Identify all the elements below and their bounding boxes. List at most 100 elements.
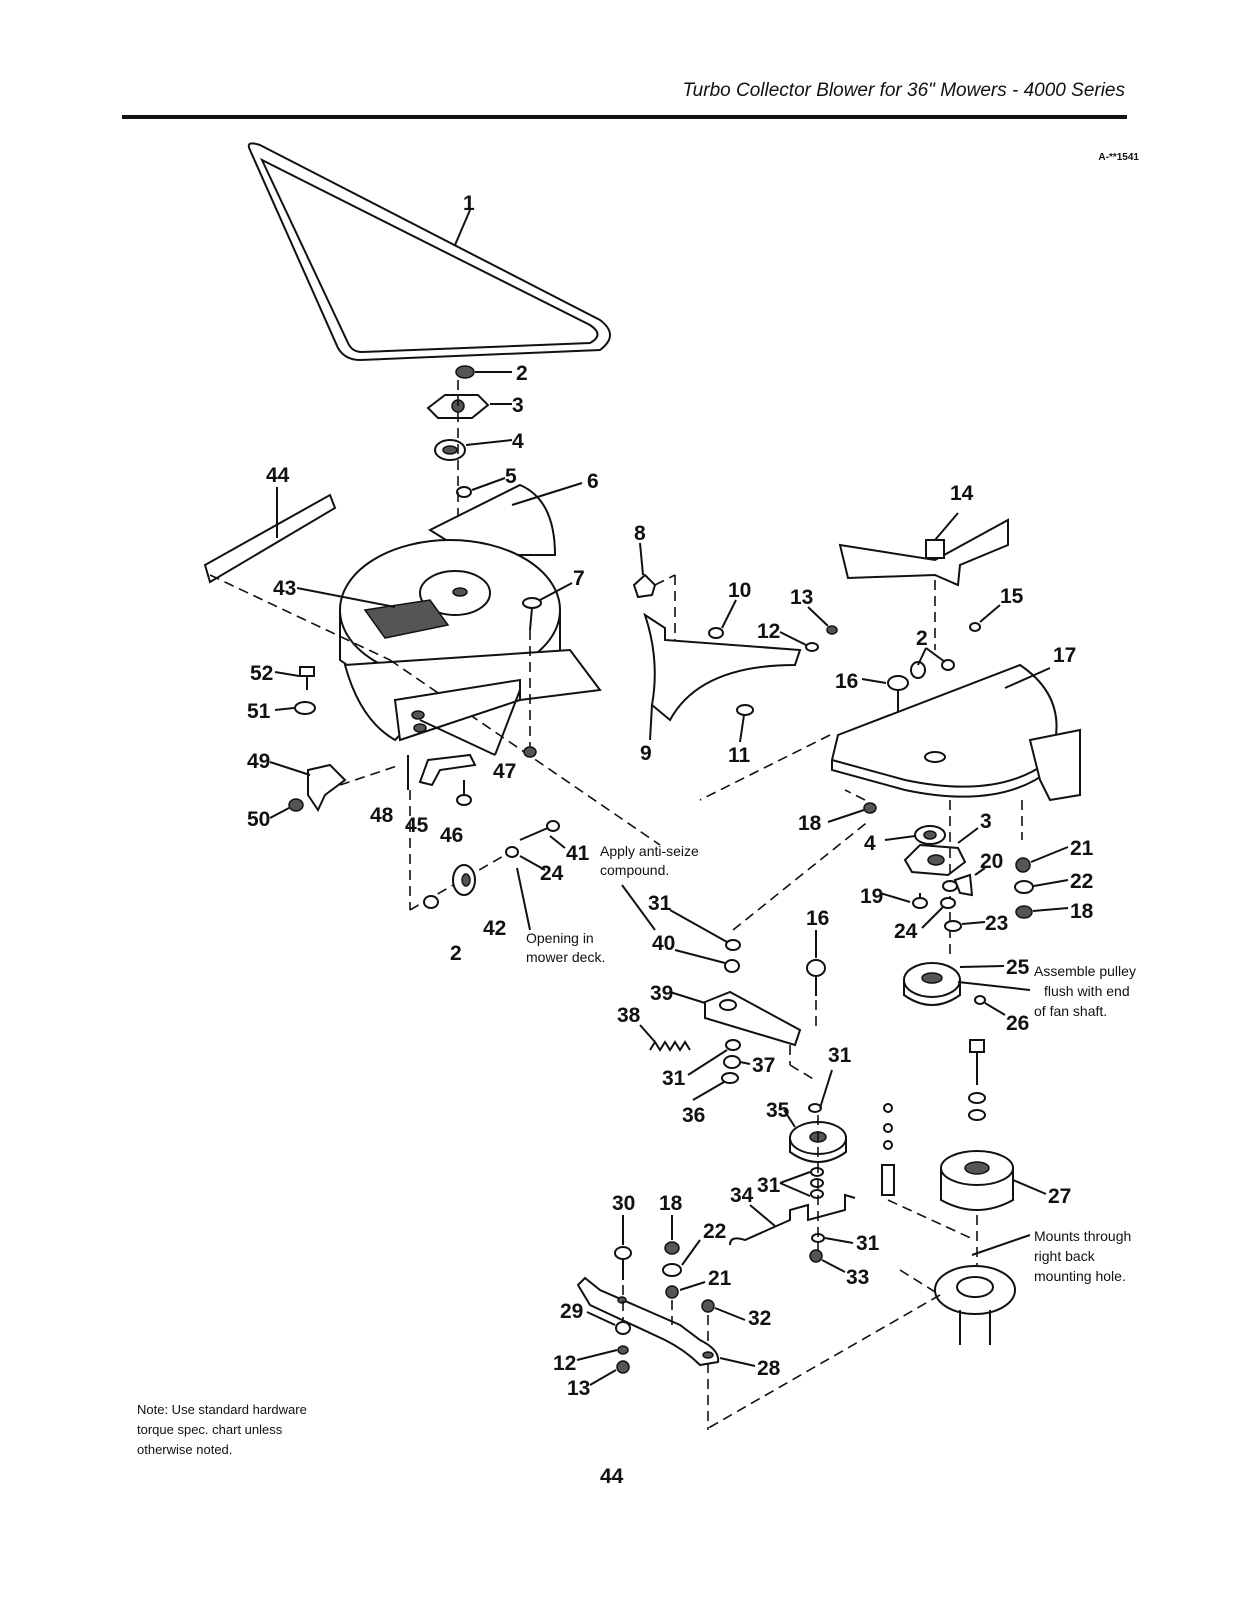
spacer-part-29	[615, 1321, 631, 1335]
bearing-part-4	[434, 439, 466, 461]
bolt-part-52	[299, 666, 315, 690]
washer-part-31-mid	[725, 1039, 741, 1051]
callout-10: 10	[728, 579, 751, 602]
nut-part-32	[701, 1299, 715, 1313]
callout-26: 26	[1006, 1012, 1029, 1035]
callout-19: 19	[860, 885, 883, 908]
callout-3-lower: 3	[980, 810, 992, 833]
callout-13-lower: 13	[567, 1377, 590, 1400]
washer-part-22	[1014, 880, 1034, 894]
callout-24: 24	[894, 920, 918, 943]
svg-text:flush with end: flush with end	[1044, 983, 1130, 999]
nut-part-2-lower	[423, 895, 439, 909]
screw-part-11	[736, 704, 754, 716]
callout-43: 43	[273, 577, 296, 600]
engine-pulley-part-27	[940, 1150, 1014, 1211]
bolt-part-16-lower	[806, 959, 826, 996]
idler-rod-part-34	[729, 1193, 856, 1246]
bearing-part-4-lower	[914, 825, 946, 845]
callout-31-c: 31	[662, 1067, 686, 1090]
bolt-part-41	[519, 820, 560, 841]
bracket-part-48	[393, 678, 521, 742]
bracket-bar-part-44	[203, 493, 337, 584]
callout-14: 14	[950, 482, 974, 505]
callout-34: 34	[730, 1184, 754, 1207]
svg-text:mounting hole.: mounting hole.	[1034, 1268, 1126, 1284]
callout-46: 46	[440, 824, 463, 847]
header-rule	[122, 115, 1127, 119]
bolt-part-15	[969, 622, 981, 632]
svg-text:mower deck.: mower deck.	[526, 949, 605, 965]
callout-27: 27	[1048, 1185, 1071, 1208]
bearing-flange-part-3-lower	[903, 843, 967, 877]
callout-44: 44	[266, 464, 290, 487]
callout-22: 22	[1070, 870, 1093, 893]
svg-text:compound.: compound.	[600, 862, 669, 878]
svg-text:right back: right back	[1034, 1248, 1096, 1264]
nut-part-18-lower	[664, 1241, 680, 1255]
washer-part-12-lower	[617, 1345, 629, 1355]
callout-4: 4	[512, 430, 524, 453]
note-mounts: Mounts through right back mounting hole.	[1034, 1228, 1131, 1284]
bolt-part-23	[944, 920, 962, 932]
nut-part-13-lower	[616, 1360, 630, 1374]
washer-part-5	[456, 486, 472, 498]
callout-18: 18	[798, 812, 822, 835]
callout-15: 15	[1000, 585, 1024, 608]
torque-note-line: Note: Use standard hardware	[137, 1402, 307, 1417]
svg-text:Mounts through: Mounts through	[1034, 1228, 1131, 1244]
torque-note: Note: Use standard hardware torque spec.…	[137, 1400, 377, 1460]
nut-part-21	[1015, 857, 1031, 873]
nut-part-50	[288, 798, 304, 812]
callout-48: 48	[370, 804, 394, 827]
screw-part-10	[708, 627, 724, 639]
callout-labels: 1 2 3 4 5 6 7 8 9 10 11 12 13 14 15 16 1…	[247, 192, 1094, 1400]
torque-note-line: otherwise noted.	[137, 1442, 233, 1457]
fan-plate-part-17	[830, 663, 1081, 802]
nut-part-40	[724, 959, 740, 973]
washer-part-22-lower	[662, 1263, 682, 1277]
callout-40: 40	[652, 932, 675, 955]
callout-28: 28	[757, 1357, 781, 1380]
screw-part-18-right	[1015, 905, 1033, 919]
callout-20: 20	[980, 850, 1003, 873]
callout-11: 11	[728, 744, 751, 767]
figure-code: A-**1541	[1098, 152, 1139, 163]
callout-5: 5	[505, 465, 517, 488]
callout-36: 36	[682, 1104, 705, 1127]
callout-7: 7	[573, 567, 585, 590]
callout-41: 41	[566, 842, 590, 865]
nut-part-47	[523, 746, 537, 758]
callout-12: 12	[757, 620, 780, 643]
svg-text:Opening in: Opening in	[526, 930, 594, 946]
page-header-title: Turbo Collector Blower for 36" Mowers - …	[682, 80, 1125, 101]
leader-1	[454, 209, 471, 246]
callout-2-lower: 2	[450, 942, 462, 965]
screw-part-18-plate	[863, 802, 877, 814]
bolt-part-16-upper	[887, 675, 909, 715]
nut-part-2	[455, 365, 475, 379]
svg-text:of fan shaft.: of fan shaft.	[1034, 1003, 1107, 1019]
washer-part-12	[805, 642, 819, 652]
callout-38: 38	[617, 1004, 641, 1027]
callout-49: 49	[247, 750, 270, 773]
screw-part-19	[912, 893, 928, 909]
callout-6: 6	[587, 470, 599, 493]
washer-part-31-upper	[725, 939, 741, 951]
note-pulley: Assemble pulley flush with end of fan sh…	[1034, 963, 1136, 1019]
torque-note-line: torque spec. chart unless	[137, 1422, 283, 1437]
bolt-stack-part-27	[968, 1039, 986, 1121]
callout-21: 21	[1070, 837, 1094, 860]
callout-47: 47	[493, 760, 516, 783]
callout-21-lower: 21	[708, 1267, 732, 1290]
belt-part-1	[247, 142, 611, 362]
callout-9: 9	[640, 742, 652, 765]
callout-31-a: 31	[648, 892, 672, 915]
washer-part-31-top-pulley	[808, 1103, 822, 1113]
spacer-stack	[881, 1103, 895, 1196]
nut-part-2-fan	[910, 659, 955, 679]
page-number: 44	[600, 1465, 624, 1488]
callout-1: 1	[463, 192, 475, 215]
callout-24-lower: 24	[540, 862, 564, 885]
callout-31-b: 31	[828, 1044, 852, 1067]
